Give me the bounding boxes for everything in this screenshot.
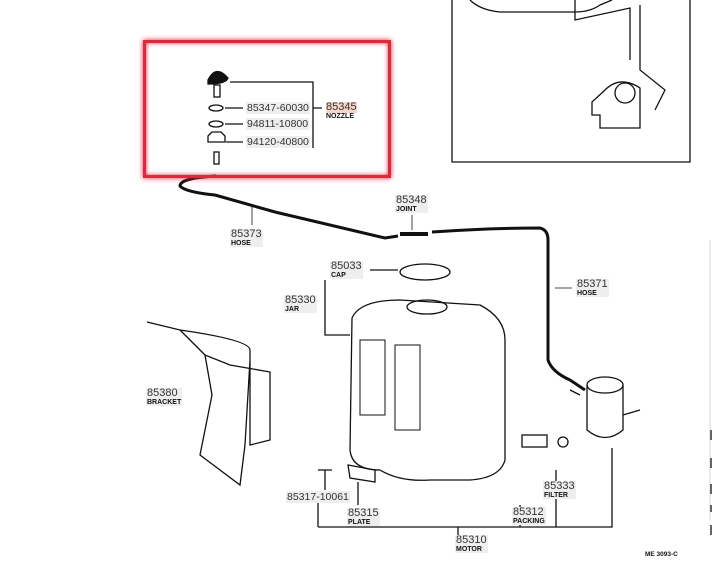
label-hose-85371-number: 85371 xyxy=(577,278,608,290)
label-plate-number: 85315 xyxy=(348,507,379,519)
label-filter-number: 85333 xyxy=(544,480,575,492)
part-number-85347-60030[interactable]: 85347-60030 xyxy=(246,102,310,114)
highlight-box xyxy=(143,40,391,178)
label-jar[interactable]: 85330 JAR xyxy=(284,295,317,313)
cap-85033 xyxy=(399,263,451,281)
hose-85371 xyxy=(431,226,586,392)
label-plate[interactable]: 85315 PLATE xyxy=(347,508,380,526)
label-hose-85373-number: 85373 xyxy=(231,228,262,240)
plate-85315 xyxy=(347,464,376,505)
hose-85373 xyxy=(178,174,399,240)
label-nozzle[interactable]: 85345 NOZZLE xyxy=(325,102,358,120)
label-hose-85371-name: HOSE xyxy=(577,290,597,297)
label-hose-85371[interactable]: 85371 HOSE xyxy=(576,279,609,297)
inset-view xyxy=(451,0,691,163)
label-joint-name: JOINT xyxy=(396,206,417,213)
label-hose-85373[interactable]: 85373 HOSE xyxy=(230,229,263,247)
label-jar-name: JAR xyxy=(285,306,300,313)
label-nozzle-name: NOZZLE xyxy=(326,113,354,120)
label-motor-name: MOTOR xyxy=(456,546,482,553)
label-bracket[interactable]: 85380 BRACKET xyxy=(146,387,183,406)
label-joint[interactable]: 85348 JOINT xyxy=(395,195,428,213)
motor-85310 xyxy=(521,376,641,448)
label-nozzle-number: 85345 xyxy=(326,101,357,113)
label-packing-number: 85312 xyxy=(513,506,544,518)
jar-85330 xyxy=(349,299,506,481)
nozzle-assembly xyxy=(207,70,322,165)
label-bracket-number: 85380 xyxy=(147,387,178,399)
part-number-94811-10800[interactable]: 94811-10800 xyxy=(246,118,310,130)
label-cap-number: 85033 xyxy=(331,260,362,272)
label-motor-number: 85310 xyxy=(456,534,487,546)
label-filter-name: FILTER xyxy=(544,492,568,499)
part-number-85317-10061[interactable]: 85317-10061 xyxy=(286,491,350,503)
label-joint-number: 85348 xyxy=(396,194,427,206)
label-jar-number: 85330 xyxy=(285,294,316,306)
label-filter[interactable]: 85333 FILTER xyxy=(543,481,576,499)
label-cap[interactable]: 85033 CAP xyxy=(330,261,363,279)
part-number-94120-40800[interactable]: 94120-40800 xyxy=(246,136,310,148)
bracket-85380 xyxy=(146,321,271,487)
label-packing[interactable]: 85312 PACKING xyxy=(512,507,546,525)
label-bracket-name: BRACKET xyxy=(147,399,182,406)
label-hose-85373-name: HOSE xyxy=(231,240,251,247)
label-cap-name: CAP xyxy=(331,272,346,279)
diagram-reference: ME 3093-C xyxy=(645,551,678,558)
label-packing-name: PACKING xyxy=(513,518,545,525)
label-motor[interactable]: 85310 MOTOR xyxy=(455,535,488,553)
label-plate-name: PLATE xyxy=(348,519,371,526)
